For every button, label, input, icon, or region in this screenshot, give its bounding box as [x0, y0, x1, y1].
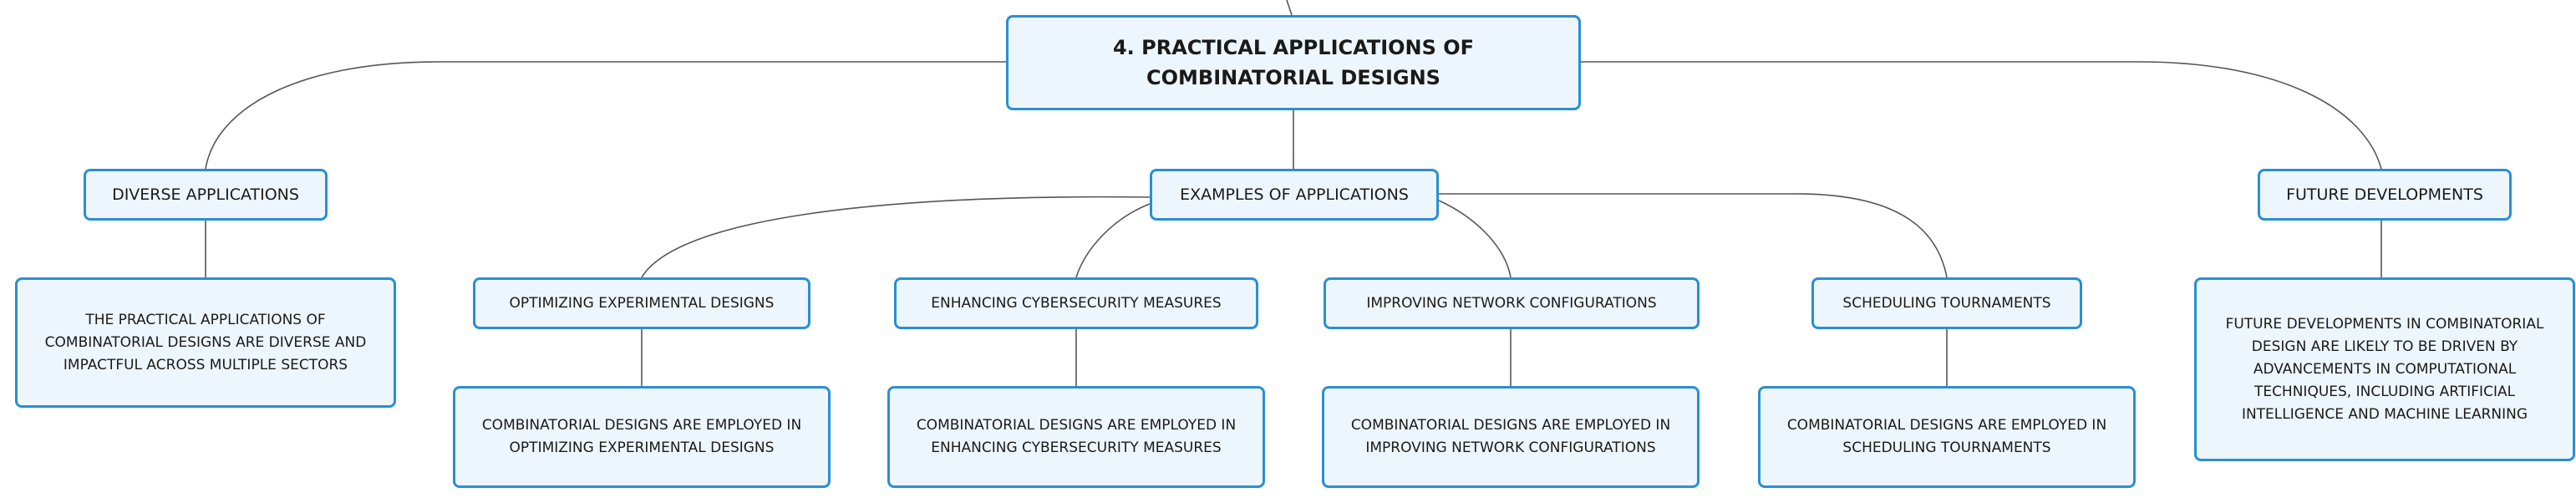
- edge-examples-to-scheduling: [1439, 193, 1948, 278]
- root-topic[interactable]: 4. PRACTICAL APPLICATIONS OF COMBINATORI…: [1006, 15, 1581, 110]
- topic-label: ENHANCING CYBERSECURITY MEASURES: [931, 295, 1222, 312]
- detail-text: FUTURE DEVELOPMENTS IN COMBINATORIAL DES…: [2225, 315, 2544, 423]
- edge-examples-to-optimizing: [641, 196, 1151, 278]
- topic-label: OPTIMIZING EXPERIMENTAL DESIGNS: [509, 295, 775, 312]
- detail-optimizing-experimental-designs[interactable]: COMBINATORIAL DESIGNS ARE EMPLOYED IN OP…: [453, 386, 831, 488]
- topic-scheduling-tournaments[interactable]: SCHEDULING TOURNAMENTS: [1811, 277, 2082, 329]
- topic-diverse-applications[interactable]: DIVERSE APPLICATIONS: [84, 169, 328, 221]
- edge-root-to-future: [1581, 61, 2382, 170]
- topic-optimizing-experimental-designs[interactable]: OPTIMIZING EXPERIMENTAL DESIGNS: [473, 277, 810, 329]
- edge-examples-to-network: [1438, 200, 1512, 278]
- detail-text: COMBINATORIAL DESIGNS ARE EMPLOYED IN SC…: [1786, 417, 2107, 456]
- detail-improving-network-configurations[interactable]: COMBINATORIAL DESIGNS ARE EMPLOYED IN IM…: [1322, 386, 1700, 488]
- detail-text: THE PRACTICAL APPLICATIONS OF COMBINATOR…: [44, 311, 367, 373]
- topic-improving-network-configurations[interactable]: IMPROVING NETWORK CONFIGURATIONS: [1324, 277, 1700, 329]
- topic-label: FUTURE DEVELOPMENTS: [2286, 185, 2483, 204]
- topic-label: DIVERSE APPLICATIONS: [112, 185, 299, 204]
- detail-diverse-applications[interactable]: THE PRACTICAL APPLICATIONS OF COMBINATOR…: [15, 277, 396, 408]
- edge-root-to-diverse: [205, 61, 1006, 170]
- edge-examples-to-cybersecurity: [1075, 203, 1151, 278]
- topic-examples-of-applications[interactable]: EXAMPLES OF APPLICATIONS: [1150, 169, 1439, 221]
- topic-label: SCHEDULING TOURNAMENTS: [1842, 295, 2051, 312]
- edge-parent-to-root: [1286, 0, 1293, 16]
- detail-text: COMBINATORIAL DESIGNS ARE EMPLOYED IN OP…: [481, 417, 802, 456]
- root-topic-label: 4. PRACTICAL APPLICATIONS OF COMBINATORI…: [1112, 36, 1475, 89]
- topic-label: EXAMPLES OF APPLICATIONS: [1180, 185, 1409, 204]
- detail-scheduling-tournaments[interactable]: COMBINATORIAL DESIGNS ARE EMPLOYED IN SC…: [1758, 386, 2136, 488]
- topic-future-developments[interactable]: FUTURE DEVELOPMENTS: [2258, 169, 2512, 221]
- detail-enhancing-cybersecurity-measures[interactable]: COMBINATORIAL DESIGNS ARE EMPLOYED IN EN…: [887, 386, 1265, 488]
- detail-text: COMBINATORIAL DESIGNS ARE EMPLOYED IN IM…: [1350, 417, 1671, 456]
- topic-label: IMPROVING NETWORK CONFIGURATIONS: [1366, 295, 1657, 312]
- detail-text: COMBINATORIAL DESIGNS ARE EMPLOYED IN EN…: [916, 417, 1237, 456]
- topic-enhancing-cybersecurity-measures[interactable]: ENHANCING CYBERSECURITY MEASURES: [894, 277, 1258, 329]
- detail-future-developments[interactable]: FUTURE DEVELOPMENTS IN COMBINATORIAL DES…: [2194, 277, 2575, 461]
